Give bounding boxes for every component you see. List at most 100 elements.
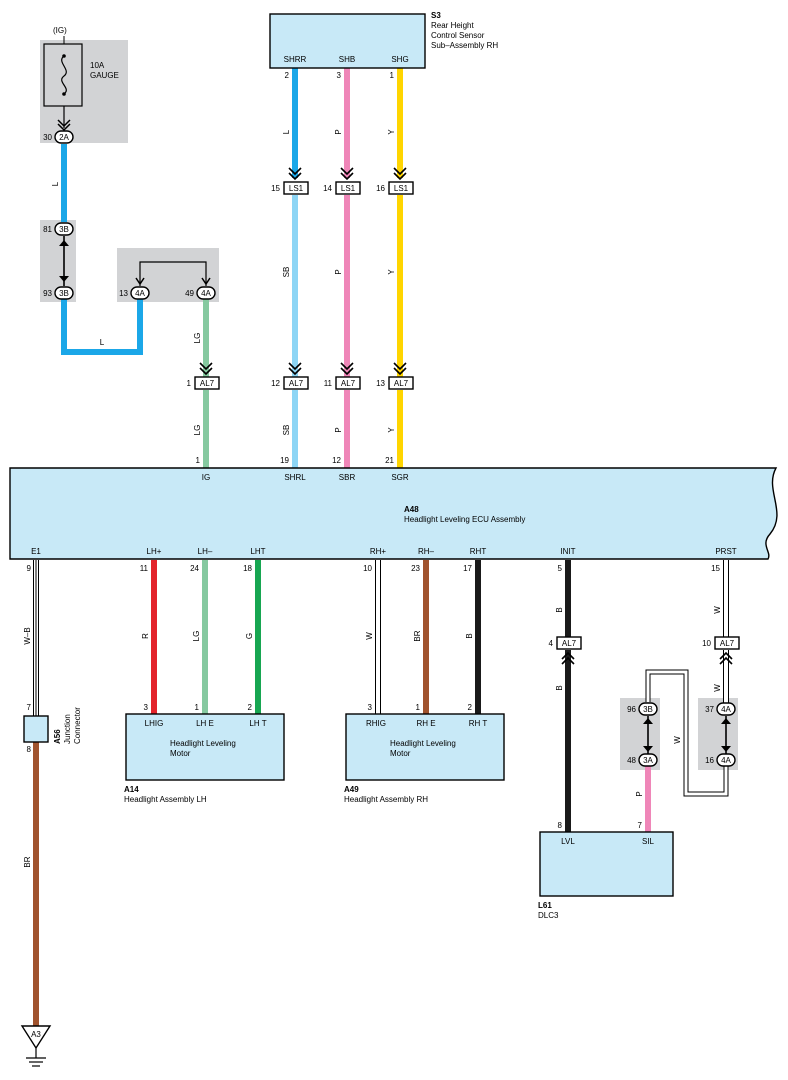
- connector-4a-right-pin: 49: [185, 289, 194, 298]
- ecu-num-sbr: 12: [332, 456, 341, 465]
- al7-ig-label: AL7: [200, 379, 215, 388]
- ecu-num-lht: 18: [243, 564, 252, 573]
- ecu-num-lh-minus: 24: [190, 564, 199, 573]
- arrow-icon: [57, 123, 71, 132]
- al7-sbr-label: AL7: [341, 379, 356, 388]
- motor-lh-caption: Headlight Assembly LH: [124, 795, 207, 804]
- fuse-terminal-icon: [62, 54, 66, 58]
- dlc3-id: L61: [538, 901, 552, 910]
- ecu-num-lh-plus: 11: [140, 564, 149, 573]
- connector-3a-dlc-pin: 48: [627, 756, 636, 765]
- sensor-pin-shrr: SHRR: [284, 55, 307, 64]
- arrow-icon: [201, 277, 211, 286]
- sensor-name-2: Control Sensor: [431, 31, 485, 40]
- junction-id: A56: [53, 729, 62, 744]
- dlc3-pin-lvl: LVL: [561, 837, 575, 846]
- arrow-up-icon: [721, 718, 731, 724]
- fuse-name: GAUGE: [90, 71, 119, 80]
- ecu-pin-shrl: SHRL: [284, 473, 306, 482]
- connector-4a-right-label: 4A: [201, 289, 211, 298]
- ecu-id: A48: [404, 505, 419, 514]
- motor-lh-box: [125, 713, 285, 781]
- sensor-pin-shb: SHB: [339, 55, 355, 64]
- ls1-left-pin: 15: [271, 184, 280, 193]
- ls1-right-pin: 16: [376, 184, 385, 193]
- al7-sbr-pin: 11: [324, 379, 333, 388]
- fuse-icon: [61, 55, 67, 95]
- connector-4a-prst-bot-label: 4A: [721, 756, 731, 765]
- motor-lh-num-lht: 2: [248, 703, 253, 712]
- wire-label: W: [713, 606, 722, 614]
- connector-4a-prst-bot-pin: 16: [705, 756, 714, 765]
- junction-name-2: Connector: [73, 707, 82, 744]
- fuse-ig-label: (IG): [53, 26, 67, 35]
- arrow-icon: [57, 119, 71, 128]
- ecu-num-init: 5: [558, 564, 563, 573]
- arrow-up-icon: [59, 240, 69, 246]
- wire-label: P: [635, 791, 644, 796]
- connector-3b-bot-pin: 93: [43, 289, 52, 298]
- motor-rh-pin-rht: RH T: [469, 719, 488, 728]
- connector-4a-left-label: 4A: [135, 289, 145, 298]
- sensor-id: S3: [431, 11, 441, 20]
- motor-lh-pin-lhig: LHIG: [145, 719, 164, 728]
- arrow-icon: [135, 277, 145, 286]
- al7-shrl-pin: 12: [271, 379, 280, 388]
- motor-lh-name-2: Motor: [170, 749, 191, 758]
- wire-label: W–B: [23, 627, 32, 644]
- junction-connector-box: [23, 715, 49, 743]
- ecu-pin-rht: RHT: [470, 547, 487, 556]
- motor-rh-name-2: Motor: [390, 749, 411, 758]
- rect-connectors: [194, 181, 740, 650]
- wire-label: L: [51, 181, 60, 186]
- connector-4a-prst-top-pin: 37: [705, 705, 714, 714]
- wire-label: Y: [387, 269, 396, 275]
- al7-sgr-pin: 13: [376, 379, 385, 388]
- junction-pin-bot: 8: [27, 745, 32, 754]
- chevron-icons: [199, 167, 733, 665]
- ls1-mid-label: LS1: [341, 184, 356, 193]
- ecu-pin-lh-plus: LH+: [147, 547, 162, 556]
- ecu-box: [9, 467, 778, 560]
- wire-label: B: [555, 607, 564, 612]
- connector-2a-pin: 30: [43, 133, 52, 142]
- fuse-rating: 10A: [90, 61, 105, 70]
- ecu-pin-sbr: SBR: [339, 473, 356, 482]
- ecu-num-prst: 15: [711, 564, 720, 573]
- wire-label: W: [365, 632, 374, 640]
- sensor-pin-shg: SHG: [391, 55, 408, 64]
- motor-rh-caption: Headlight Assembly RH: [344, 795, 428, 804]
- ecu-num-e1: 9: [27, 564, 32, 573]
- motor-rh-pin-rhig: RHIG: [366, 719, 386, 728]
- motor-lh-name-1: Headlight Leveling: [170, 739, 236, 748]
- motor-lh-id: A14: [124, 785, 139, 794]
- connector-3b-dlc-label: 3B: [643, 705, 653, 714]
- ecu-num-rh-minus: 23: [411, 564, 420, 573]
- dlc3-box: [539, 831, 674, 897]
- dlc3-caption: DLC3: [538, 911, 559, 920]
- ground-id: A3: [31, 1030, 41, 1039]
- al7-prst-label: AL7: [720, 639, 735, 648]
- wire-label: P: [334, 129, 343, 134]
- wire-label: SB: [282, 425, 291, 436]
- rear-height-sensor-box: [269, 13, 426, 69]
- junction-pin-top: 7: [27, 703, 32, 712]
- ecu-pin-e1: E1: [31, 547, 41, 556]
- ecu-num-rh-plus: 10: [363, 564, 372, 573]
- wire-label: G: [245, 633, 254, 639]
- sensor-num-shb: 3: [337, 71, 342, 80]
- sensor-name-3: Sub–Assembly RH: [431, 41, 498, 50]
- ecu-pin-sgr: SGR: [391, 473, 409, 482]
- motor-lh-pin-lhe: LH E: [196, 719, 214, 728]
- dlc3-num-sil: 7: [638, 821, 643, 830]
- al7-ig-pin: 1: [187, 379, 192, 388]
- connector-3b-dlc-pin: 96: [627, 705, 636, 714]
- wire-label: LG: [192, 631, 201, 642]
- wire-label: B: [555, 685, 564, 690]
- wire-label: L: [282, 129, 291, 134]
- wire-label: W: [673, 736, 682, 744]
- wire-label: SB: [282, 267, 291, 278]
- motor-lh-pin-lht: LH T: [249, 719, 266, 728]
- dlc3-num-lvl: 8: [558, 821, 563, 830]
